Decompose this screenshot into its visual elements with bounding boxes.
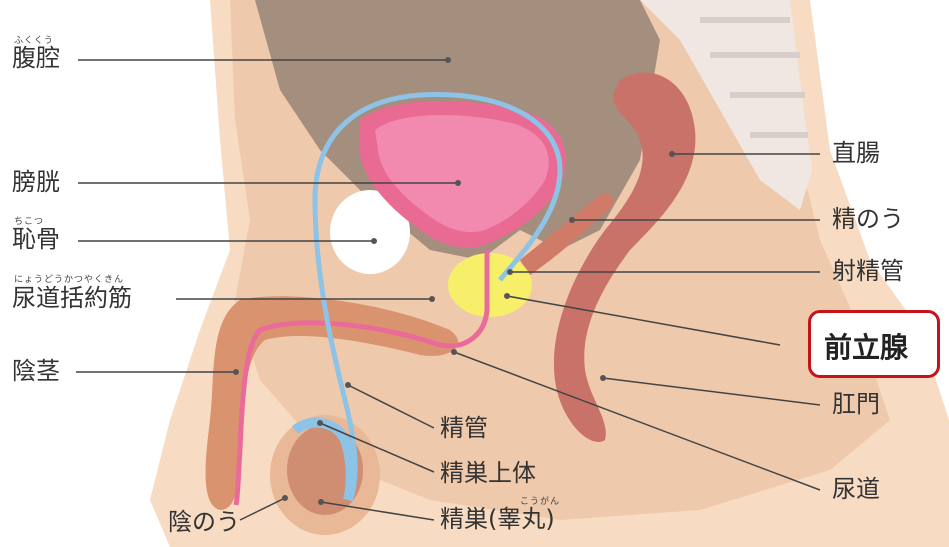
anus-label: 肛門 [832, 392, 880, 416]
urethral-sphincter-label: 尿道括約筋 [12, 286, 132, 310]
abdominal-cavity-label: 腹腔 [12, 46, 60, 70]
testis-label: 精巣(睾丸) [440, 507, 555, 531]
bladder-label: 膀胱 [12, 170, 60, 194]
vas-deferens-label: 精管 [440, 416, 488, 440]
epididymis-label: 精巣上体 [440, 461, 536, 485]
scrotum-label: 陰のう [168, 510, 240, 534]
penis-label: 陰茎 [12, 359, 60, 383]
pubic-bone-label: 恥骨 [12, 227, 60, 251]
prostate-label: 前立腺 [824, 326, 908, 366]
rectum-label: 直腸 [832, 141, 880, 165]
prostate-shape [448, 253, 532, 317]
seminal-vesicle-label: 精のう [832, 207, 904, 231]
urethra-label: 尿道 [832, 477, 880, 501]
ejaculatory-duct-label: 射精管 [832, 259, 904, 283]
